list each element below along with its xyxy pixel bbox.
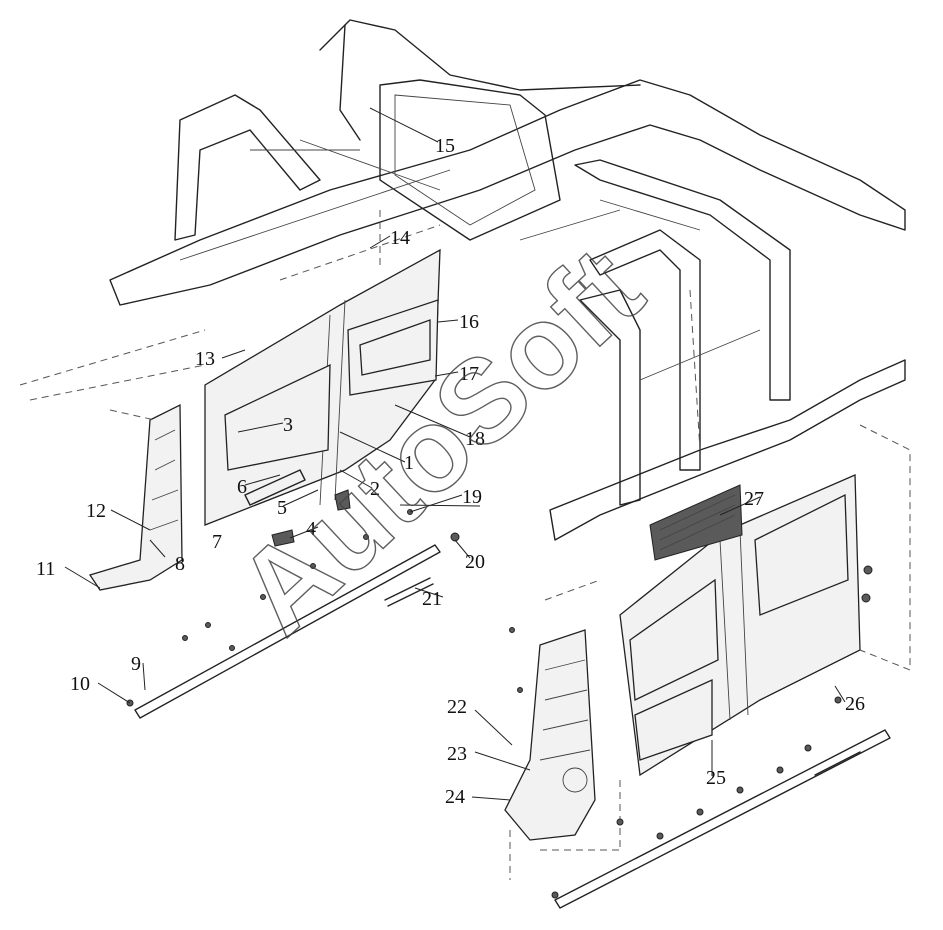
callout-2: 2 bbox=[370, 478, 380, 500]
callout-4: 4 bbox=[306, 518, 316, 540]
callout-15: 15 bbox=[435, 135, 455, 157]
callout-numbers: 1 2 3 4 5 6 7 8 9 10 11 12 13 14 15 16 1… bbox=[36, 135, 865, 808]
callout-23: 23 bbox=[447, 743, 467, 765]
callout-7: 7 bbox=[212, 531, 222, 553]
callout-21: 21 bbox=[422, 588, 442, 610]
callout-1: 1 bbox=[404, 452, 414, 474]
left-door-trim bbox=[204, 248, 441, 547]
callout-17: 17 bbox=[459, 363, 479, 385]
callout-14: 14 bbox=[390, 227, 410, 249]
callout-9: 9 bbox=[131, 653, 141, 675]
callout-18: 18 bbox=[465, 428, 485, 450]
body-frame bbox=[109, 19, 906, 541]
callout-25: 25 bbox=[706, 767, 726, 789]
left-pillar-trim bbox=[88, 403, 183, 591]
callout-3: 3 bbox=[283, 414, 293, 436]
callout-22: 22 bbox=[447, 696, 467, 718]
leader-lines bbox=[64, 107, 846, 801]
fasteners bbox=[126, 509, 873, 899]
callout-13: 13 bbox=[195, 348, 215, 370]
right-pillar-trim bbox=[504, 629, 596, 841]
callout-10: 10 bbox=[70, 673, 90, 695]
callout-26: 26 bbox=[845, 693, 865, 715]
callout-12: 12 bbox=[86, 500, 106, 522]
callout-11: 11 bbox=[36, 558, 55, 580]
right-door-trim bbox=[619, 474, 861, 777]
callout-20: 20 bbox=[465, 551, 485, 573]
callout-27: 27 bbox=[744, 488, 764, 510]
callout-8: 8 bbox=[175, 553, 185, 575]
callout-16: 16 bbox=[459, 311, 479, 333]
left-sill-strips bbox=[134, 544, 441, 719]
callout-6: 6 bbox=[237, 476, 247, 498]
assembly-lines bbox=[19, 210, 911, 880]
callout-24: 24 bbox=[445, 786, 465, 808]
callout-5: 5 bbox=[277, 497, 287, 519]
right-sill-strips bbox=[554, 729, 891, 909]
callout-19: 19 bbox=[462, 486, 482, 508]
